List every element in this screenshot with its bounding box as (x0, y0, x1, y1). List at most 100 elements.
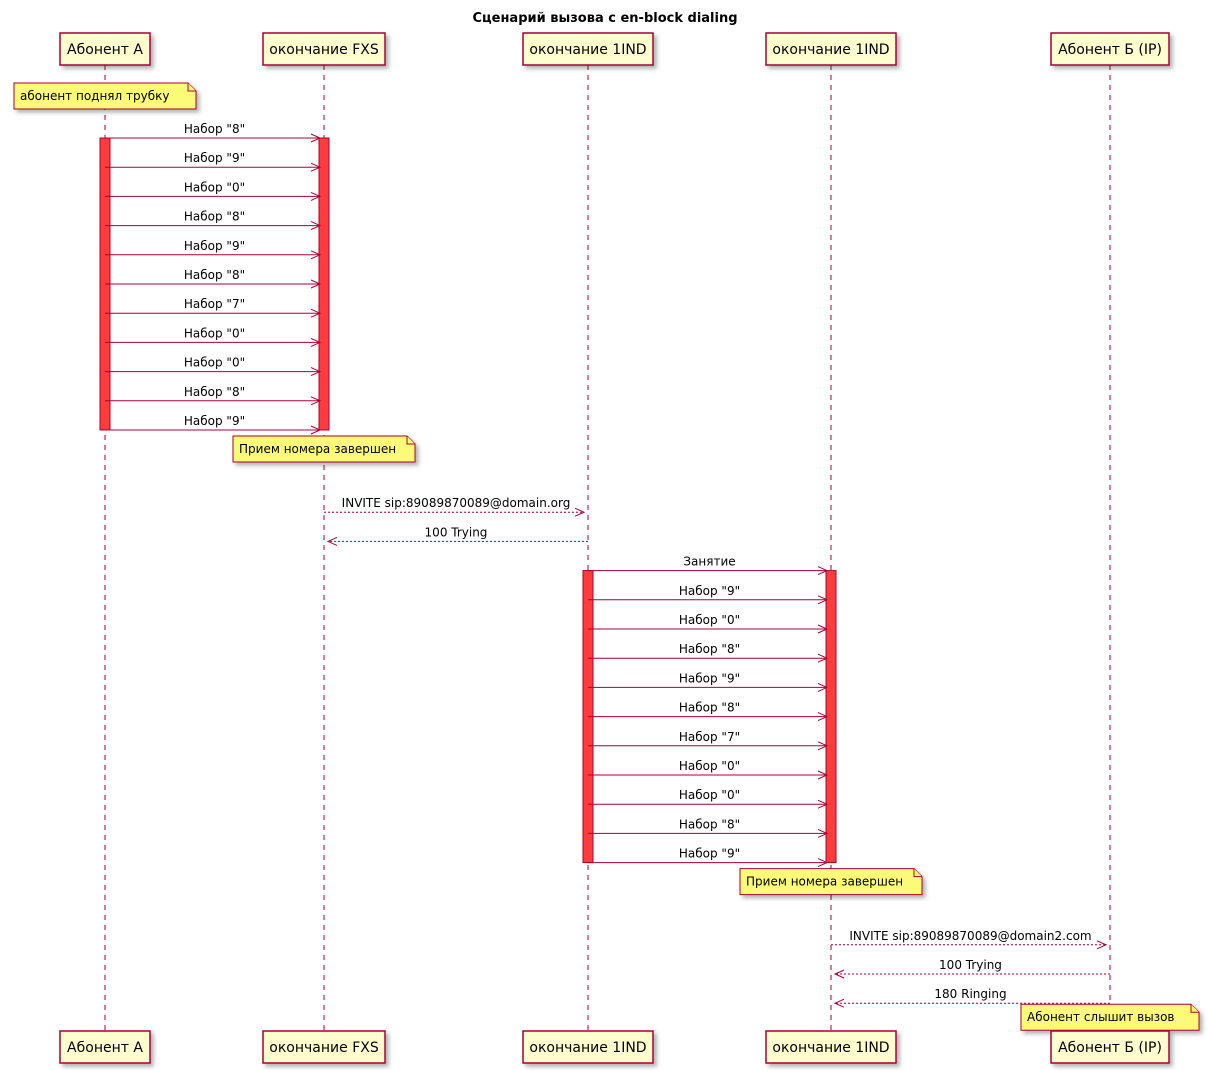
participant-box (59, 32, 151, 66)
message: Набор "8" (105, 210, 322, 231)
participant-i1-top: окончание 1IND (522, 32, 654, 66)
message: Набор "7" (588, 730, 829, 751)
note-fold (187, 83, 196, 92)
note-text: абонент поднял трубку (20, 89, 169, 103)
arrow-head (310, 367, 322, 377)
arrow-head (817, 828, 829, 838)
message-label: Набор "8" (679, 642, 740, 656)
participant-label: окончание 1IND (772, 1040, 889, 1056)
note-shape (13, 82, 197, 110)
message-label: Набор "8" (184, 385, 245, 399)
message: Набор "0" (105, 326, 322, 347)
message-label: INVITE sip:89089870089@domain2.com (849, 929, 1091, 943)
message-label: 100 Trying (425, 525, 488, 539)
message-label: Набор "9" (184, 414, 245, 428)
message: Набор "0" (588, 613, 829, 634)
message: Набор "9" (588, 671, 829, 692)
participant-box (262, 1030, 386, 1064)
message-label: 180 Ringing (934, 987, 1006, 1001)
participant-a-top: Абонент А (59, 32, 151, 66)
participant-label: окончание 1IND (772, 42, 889, 58)
arrow-head (310, 396, 322, 406)
message: Набор "0" (588, 759, 829, 780)
message: Набор "0" (105, 180, 322, 201)
note-text: Абонент слышит вызов (1027, 1010, 1175, 1024)
participant-box (765, 1030, 897, 1064)
message-label: Набор "9" (679, 584, 740, 598)
message: Набор "9" (105, 239, 322, 260)
note: Абонент слышит вызов (1020, 1003, 1200, 1031)
participant-box (522, 32, 654, 66)
message-label: Занятие (683, 555, 735, 569)
message: Набор "8" (588, 817, 829, 838)
message: Набор "9" (105, 414, 322, 435)
message-label: Набор "0" (184, 326, 245, 340)
participant-box (1050, 32, 1170, 66)
note-shape (232, 435, 416, 463)
participant-label: Абонент Б (IP) (1058, 42, 1162, 58)
note-text: Прием номера завершен (746, 875, 903, 889)
message-label: Набор "0" (679, 759, 740, 773)
message-label: Набор "0" (679, 613, 740, 627)
participant-label: Абонент Б (IP) (1058, 1040, 1162, 1056)
message: Набор "9" (105, 151, 322, 172)
participant-b-top: Абонент Б (IP) (1050, 32, 1170, 66)
arrow-head (310, 162, 322, 172)
message-label: Набор "8" (184, 122, 245, 136)
arrow-head (817, 653, 829, 663)
arrow-head (310, 250, 322, 260)
participant-label: Абонент А (67, 42, 143, 58)
arrow-head (310, 191, 322, 201)
participant-fxs-bottom: окончание FXS (262, 1030, 386, 1064)
participant-label: окончание FXS (269, 42, 379, 58)
arrow-head (817, 712, 829, 722)
message-label: Набор "0" (679, 788, 740, 802)
message-label: Набор "8" (679, 701, 740, 715)
arrow-head (833, 969, 845, 979)
participant-label: Абонент А (67, 1040, 143, 1056)
arrow-head (326, 536, 338, 546)
message-label: Набор "8" (679, 817, 740, 831)
arrow-head (574, 507, 586, 517)
message-label: 100 Trying (939, 958, 1002, 972)
message: Набор "7" (105, 297, 322, 318)
message: INVITE sip:89089870089@domain2.com (831, 929, 1108, 950)
arrow-head (817, 624, 829, 634)
message: Набор "0" (105, 356, 322, 377)
participant-label: окончание 1IND (529, 42, 646, 58)
message-label: Набор "9" (184, 151, 245, 165)
message: Набор "9" (588, 584, 829, 605)
participant-box (1050, 1030, 1170, 1064)
arrow-head (817, 566, 829, 576)
message: Набор "8" (105, 385, 322, 406)
message-label: Набор "9" (184, 239, 245, 253)
message-label: INVITE sip:89089870089@domain.org (342, 496, 571, 510)
participant-box (59, 1030, 151, 1064)
message-label: Набор "7" (679, 730, 740, 744)
arrow-head (817, 770, 829, 780)
arrow-head (817, 858, 829, 868)
message: 100 Trying (833, 958, 1110, 979)
arrow-head (310, 308, 322, 318)
message-label: Набор "0" (184, 356, 245, 370)
arrow-head (817, 741, 829, 751)
message-label: Набор "9" (679, 847, 740, 861)
arrow-head (817, 682, 829, 692)
message: Набор "8" (588, 642, 829, 663)
message: Набор "8" (105, 268, 322, 289)
participant-label: окончание 1IND (529, 1040, 646, 1056)
arrow-head (833, 998, 845, 1008)
diagram-title: Сценарий вызова с en-block dialing (472, 11, 737, 26)
participant-b-bottom: Абонент Б (IP) (1050, 1030, 1170, 1064)
participant-i2-top: окончание 1IND (765, 32, 897, 66)
arrow-head (310, 425, 322, 435)
note: Прием номера завершен (739, 868, 923, 896)
arrow-head (817, 799, 829, 809)
participants: Абонент А Абонент А окончание FXS окончание… (59, 32, 1170, 1064)
message: Набор "8" (588, 701, 829, 722)
message: Занятие (588, 555, 829, 576)
arrow-head (1096, 940, 1108, 950)
participant-i2-bottom: окончание 1IND (765, 1030, 897, 1064)
note-fold (406, 436, 415, 445)
